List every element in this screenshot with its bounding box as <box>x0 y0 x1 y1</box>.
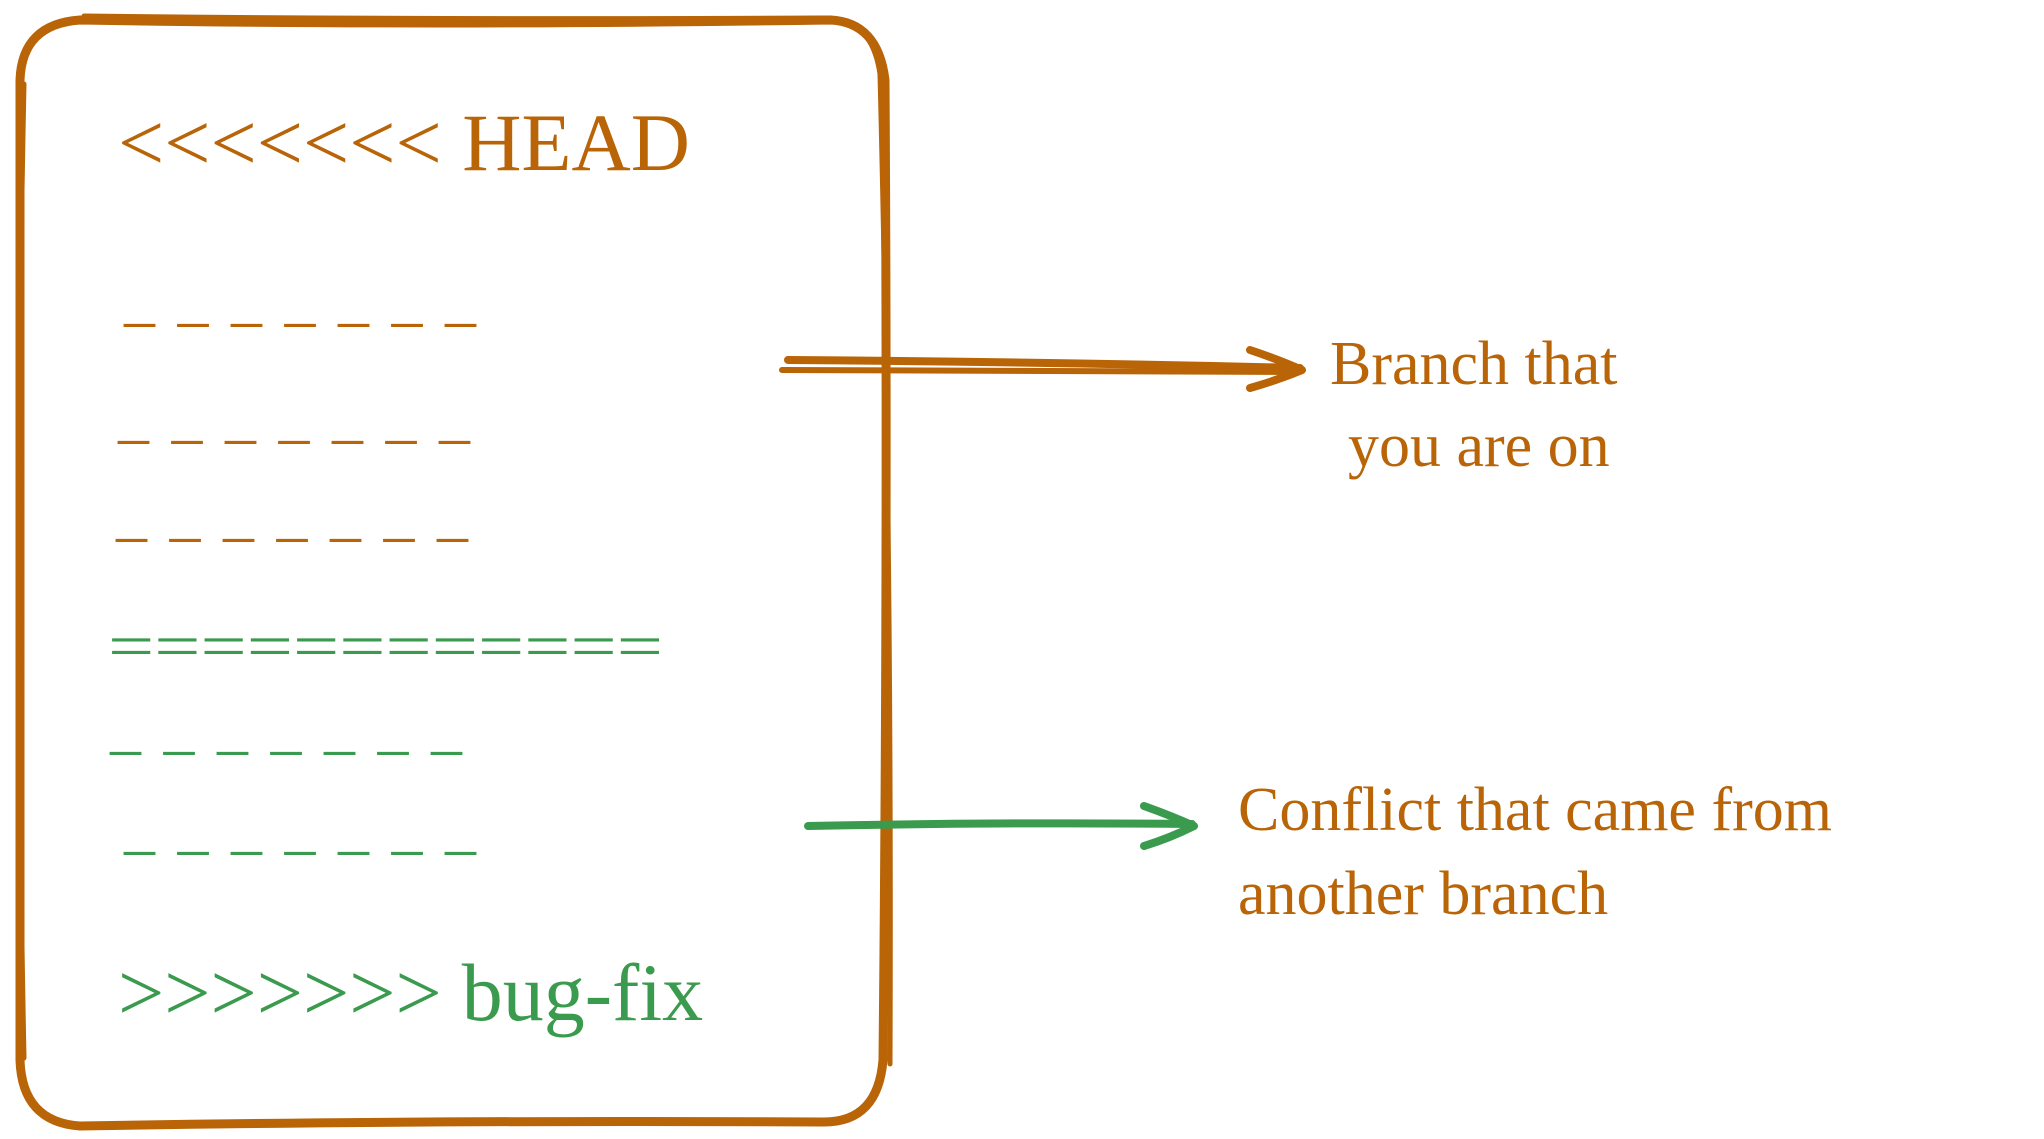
current-line-2: – – – – – – – <box>117 403 471 471</box>
head-marker: <<<<<<< HEAD <box>118 97 690 188</box>
conflict-file-content: <<<<<<< HEAD – – – – – – – – – – – – – –… <box>108 97 703 1038</box>
incoming-branch-label-line-2: another branch <box>1238 860 1608 928</box>
annotations: Branch that you are on Conflict that cam… <box>1238 330 1832 928</box>
incoming-marker-arrows: >>>>>>> <box>118 947 442 1038</box>
incoming-line-1: – – – – – – – <box>109 714 463 782</box>
current-branch-arrow-shaft-sketch <box>779 367 1299 375</box>
current-branch-arrow <box>779 346 1306 392</box>
incoming-branch-arrow-shaft <box>804 819 1196 830</box>
separator-line: ============ <box>108 613 663 681</box>
current-branch-arrow-shaft <box>784 356 1304 372</box>
incoming-branch-arrow-head <box>1140 802 1198 850</box>
incoming-line-2: – – – – – – – <box>123 814 477 882</box>
incoming-branch-arrow <box>804 802 1198 850</box>
current-line-3: – – – – – – – <box>115 501 469 569</box>
incoming-marker: >>>>>>>bug-fix <box>118 947 703 1038</box>
current-branch-label-line-1: Branch that <box>1330 330 1618 398</box>
current-branch-label-line-2: you are on <box>1348 412 1610 480</box>
file-box-outline-sketch <box>16 13 893 1067</box>
incoming-branch-label-line-1: Conflict that came from <box>1238 776 1832 844</box>
file-box <box>14 13 893 1131</box>
current-branch-arrow-head <box>1246 346 1306 392</box>
current-line-1: – – – – – – – <box>123 286 477 354</box>
branch-name: bug-fix <box>462 947 703 1038</box>
